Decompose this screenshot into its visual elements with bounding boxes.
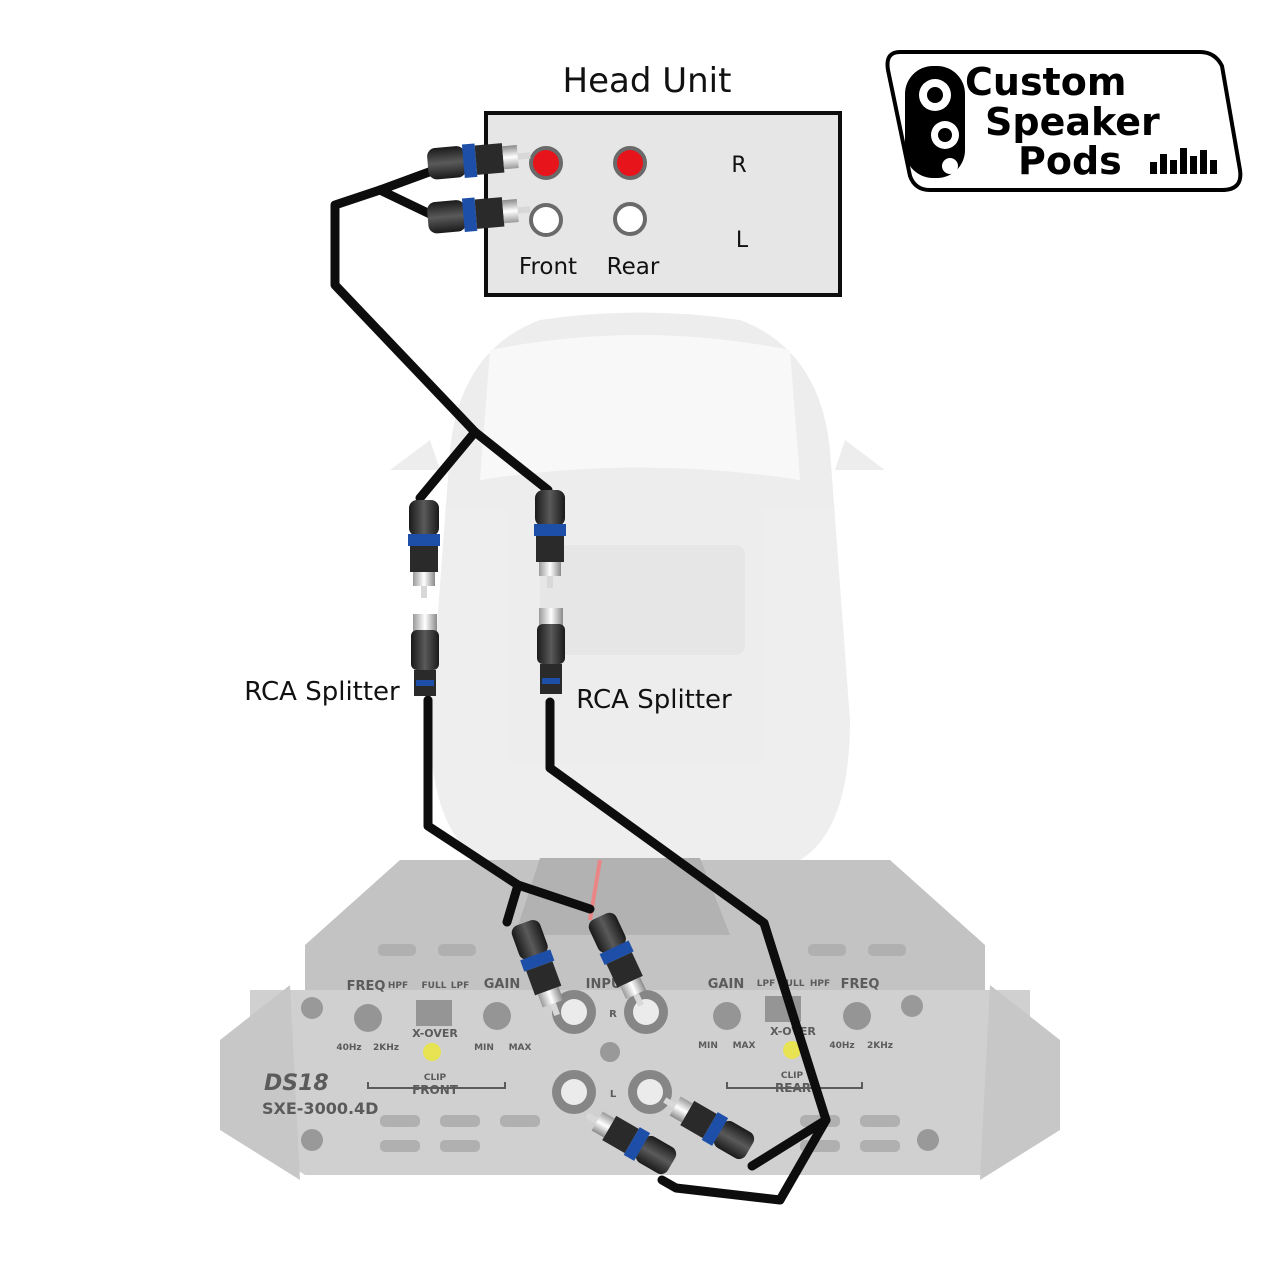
amplifier: FREQ HPF FULL LPF GAIN X-OVER 40Hz 2KHz …: [220, 858, 1060, 1180]
amp-min-right: MIN: [698, 1041, 718, 1051]
amp-full-left: FULL: [422, 981, 447, 991]
amp-max-right: MAX: [733, 1041, 756, 1051]
head-unit-title: Head Unit: [563, 61, 732, 101]
front-label: Front: [519, 254, 577, 280]
rear-right-jack: [613, 146, 647, 180]
cable-splitter-left-out-b: [513, 880, 595, 914]
amp-gain-right: GAIN: [708, 977, 744, 992]
splitter-right-label: RCA Splitter: [576, 685, 732, 715]
amp-model: SXE-3000.4D: [262, 1099, 378, 1118]
cable-front-right: [330, 163, 480, 503]
channel-r-label: R: [731, 153, 746, 178]
rear-left-jack: [613, 202, 647, 236]
rca-cables: [330, 163, 831, 1205]
amp-gain-left: GAIN: [484, 977, 520, 992]
cable-splitter-right-out-b: [657, 1115, 831, 1205]
amp-lpf-left: LPF: [451, 981, 469, 991]
front-right-jack: [529, 146, 563, 180]
amp-input-r: R: [609, 1009, 617, 1020]
amp-freq-right: FREQ: [841, 977, 880, 992]
amp-lpf-right: LPF: [757, 979, 775, 989]
amp-freq-left: FREQ: [347, 979, 386, 994]
amp-2khz-left: 2KHz: [373, 1043, 399, 1053]
amp-min-left: MIN: [474, 1043, 494, 1053]
logo-line-2: Speaker: [985, 100, 1160, 144]
amp-full-right: FULL: [780, 979, 805, 989]
amp-clip-right: CLIP: [781, 1071, 804, 1081]
amp-brand: DS18: [264, 1071, 329, 1096]
amp-clip-left: CLIP: [424, 1073, 447, 1083]
channel-l-label: L: [736, 228, 749, 253]
rca-plugs: [408, 138, 758, 1178]
cable-front-left: [375, 185, 437, 220]
amp-hpf-left: HPF: [388, 981, 408, 991]
amp-rear-section: REAR: [775, 1081, 811, 1095]
logo-line-3: Pods: [1018, 139, 1122, 183]
amp-2khz-right: 2KHz: [867, 1041, 893, 1051]
head-unit: Head Unit R L Front Rear: [484, 61, 842, 297]
amp-40hz-right: 40Hz: [829, 1041, 854, 1051]
amp-xover-left: X-OVER: [412, 1027, 458, 1040]
amp-input-l: L: [610, 1089, 617, 1100]
amp-max-left: MAX: [509, 1043, 532, 1053]
logo: Custom Speaker Pods: [885, 50, 1243, 192]
splitter-right-body: [537, 608, 565, 694]
splitter-left-plug: [408, 500, 440, 598]
amp-front-section: FRONT: [412, 1083, 459, 1097]
cable-splitter-left-out-a: [423, 695, 523, 927]
amp-xover-right: X-OVER: [770, 1025, 816, 1038]
amp-40hz-left: 40Hz: [336, 1043, 361, 1053]
front-left-jack: [529, 203, 563, 237]
rear-label: Rear: [607, 254, 660, 280]
cable-split-right: [470, 427, 553, 495]
logo-line-1: Custom: [965, 60, 1126, 104]
equalizer-icon: [1150, 148, 1217, 174]
cable-splitter-right-out-a: [545, 697, 831, 1171]
amp-hpf-right: HPF: [810, 979, 830, 989]
car-background: [390, 312, 885, 860]
splitter-left-label: RCA Splitter: [244, 677, 400, 707]
splitter-left-body: [411, 614, 439, 696]
